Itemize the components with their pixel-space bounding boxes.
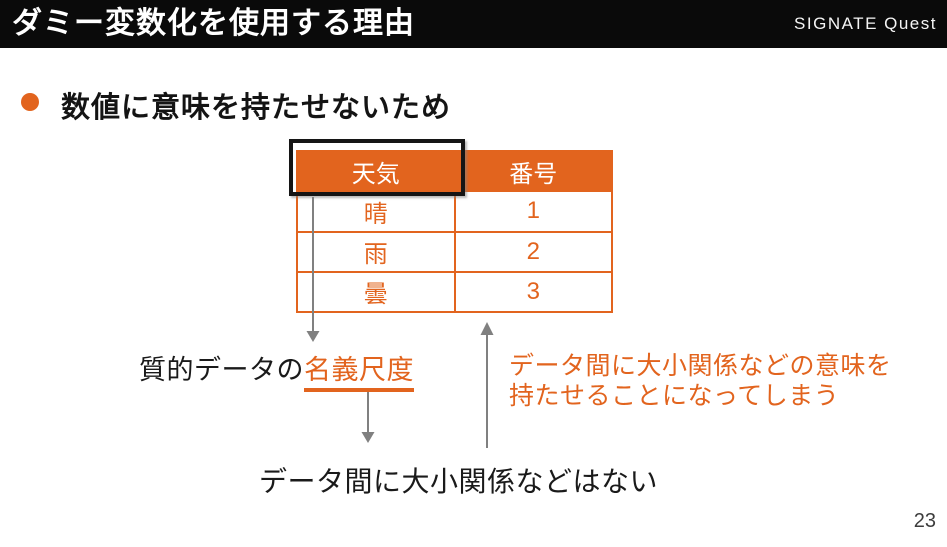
cell-weather: 晴 [298,192,454,231]
table-row: 晴 1 [298,190,611,231]
column-header-number: 番号 [453,152,611,191]
section-heading: 数値に意味を持たせないため [61,92,452,124]
caption-highlight: 名義尺度 [304,355,414,392]
table-row: 雨 2 [298,230,611,271]
header-bar: ダミー変数化を使用する理由 SIGNATE Quest [0,0,947,48]
warning-line-1: データ間に大小関係などの意味を [509,352,892,380]
cell-number: 2 [453,232,611,271]
nominal-scale-caption: 質的データの名義尺度 [139,348,414,392]
table-header-row: 天気 番号 [298,152,611,191]
no-order-note: データ間に大小関係などはない [259,466,659,497]
page-number: 23 [913,510,936,532]
weather-number-table: 天気 番号 晴 1 雨 2 曇 3 [296,150,613,313]
down-arrow-icon [361,391,375,443]
caption-prefix: 質的データの [139,355,304,385]
cell-number: 1 [453,192,611,231]
cell-weather: 曇 [298,272,454,311]
up-arrow-icon [480,322,494,448]
bullet-icon [21,93,39,111]
warning-line-2: 持たせることになってしまう [509,382,840,410]
orange-warning-note: データ間に大小関係などの意味を 持たせることになってしまう [509,351,892,411]
column-header-weather: 天気 [298,152,454,191]
cell-weather: 雨 [298,232,454,271]
signate-quest-logo: SIGNATE Quest [794,14,937,33]
page-title: ダミー変数化を使用する理由 [12,7,415,40]
cell-number: 3 [453,272,611,311]
table-row: 曇 3 [298,270,611,311]
